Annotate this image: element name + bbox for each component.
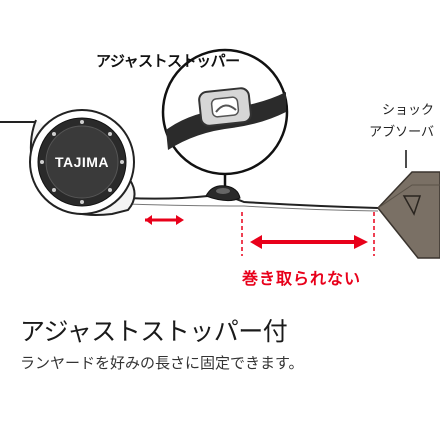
stopper-on-line xyxy=(205,185,241,202)
stopper-magnifier xyxy=(161,48,289,186)
product-diagram: TAJIMA xyxy=(0,48,440,259)
absorber-label-line-2: アブソーバ xyxy=(369,125,434,140)
retract-range-arrow xyxy=(145,215,184,225)
feature-heading: アジャストストッパー付 xyxy=(20,317,288,346)
feature-description: ランヤードを好みの長さに固定できます。 xyxy=(20,354,304,372)
absorber-label: ショック アブソーバ xyxy=(369,100,434,144)
stopper-buckle-icon xyxy=(198,87,252,127)
retractor-reel: TAJIMA xyxy=(29,109,136,216)
no-retract-label: 巻き取られない xyxy=(242,269,362,288)
lanyard-line-under xyxy=(125,203,379,212)
brand-logo: TAJIMA xyxy=(55,154,109,170)
no-retract-range-arrow xyxy=(241,212,375,256)
stopper-label: アジャストストッパー xyxy=(96,52,240,70)
shock-absorber xyxy=(377,150,440,259)
absorber-label-line-1: ショック xyxy=(381,103,434,118)
